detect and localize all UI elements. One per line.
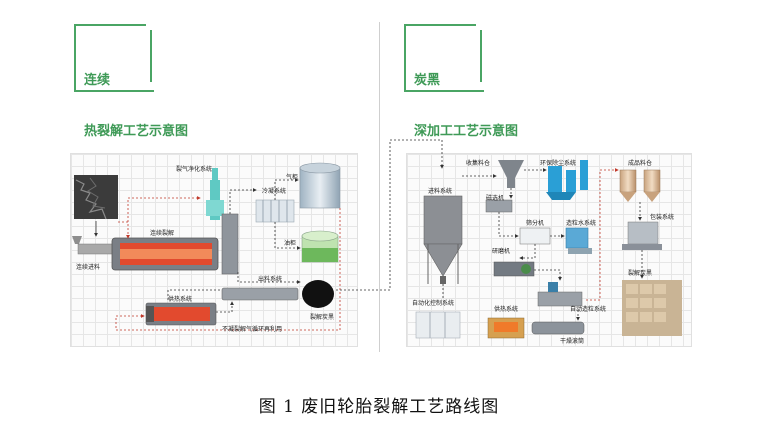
label-packing: 包装系统 xyxy=(650,214,675,221)
label-heating: 供热系统 xyxy=(168,296,193,303)
control-cabinets xyxy=(415,311,461,339)
label-pyrolysis: 连续裂解 xyxy=(150,230,175,237)
discharge-screw xyxy=(221,287,299,301)
oil-tank xyxy=(301,230,339,263)
heating-furnace xyxy=(145,302,217,326)
label-oil-tank: 油柜 xyxy=(284,240,297,247)
collection-hopper xyxy=(498,160,524,188)
classifier xyxy=(519,227,551,245)
label-product-bin: 成品料仓 xyxy=(628,160,653,167)
label-heat: 供热系统 xyxy=(494,306,519,313)
label-feed: 连续进料 xyxy=(76,264,101,271)
label-product: 裂解炭黑 xyxy=(628,270,653,277)
vertical-separator xyxy=(221,213,239,275)
label-dust: 环保除尘系统 xyxy=(540,160,577,167)
label-carbon: 裂解炭黑 xyxy=(310,314,335,321)
label-classifier: 筛分机 xyxy=(526,220,545,227)
label-magnet: 磁选机 xyxy=(486,195,505,202)
grinder xyxy=(493,261,535,277)
packing-machine xyxy=(622,221,662,250)
right-title-frame xyxy=(404,24,484,92)
feed-silo xyxy=(423,195,463,284)
feeder xyxy=(72,236,115,255)
label-control: 自动化控制系统 xyxy=(412,300,455,307)
gas-purify-tower xyxy=(206,168,224,220)
label-recycle: 不凝裂解气循环再利用 xyxy=(222,326,283,333)
label-pelletize: 自动造粒系统 xyxy=(570,306,607,313)
label-gas-purify: 裂气净化系统 xyxy=(176,166,213,173)
label-gas-tank: 气柜 xyxy=(286,174,299,181)
tire-shreds-image xyxy=(74,175,118,220)
label-silo: 进料系统 xyxy=(428,188,453,195)
label-discharge: 出料系统 xyxy=(258,276,283,283)
product-bins xyxy=(619,169,661,202)
dryer-drum xyxy=(487,317,585,339)
label-condense: 冷凝系统 xyxy=(262,188,287,195)
left-title-frame xyxy=(74,24,154,92)
label-dryer: 干燥滚筒 xyxy=(560,338,585,345)
figure-caption: 图 1 废旧轮胎裂解工艺路线图 xyxy=(258,397,500,417)
label-collect: 收集料仓 xyxy=(466,160,491,167)
gas-tank xyxy=(299,162,341,209)
dust-collector xyxy=(546,160,588,200)
condenser-bank xyxy=(255,199,295,223)
left-title: 连续 热裂解工艺示意图 xyxy=(84,73,189,139)
carbon-black-pile xyxy=(302,280,334,308)
pelletizer xyxy=(537,282,583,307)
right-title: 炭黑 深加工工艺示意图 xyxy=(414,73,519,139)
pyrolysis-reactor xyxy=(111,237,219,271)
label-water: 造粒水系统 xyxy=(566,220,597,227)
label-grind: 研磨机 xyxy=(492,248,511,255)
bagged-product xyxy=(622,280,682,336)
panel-divider xyxy=(379,22,380,352)
water-system xyxy=(565,227,592,254)
